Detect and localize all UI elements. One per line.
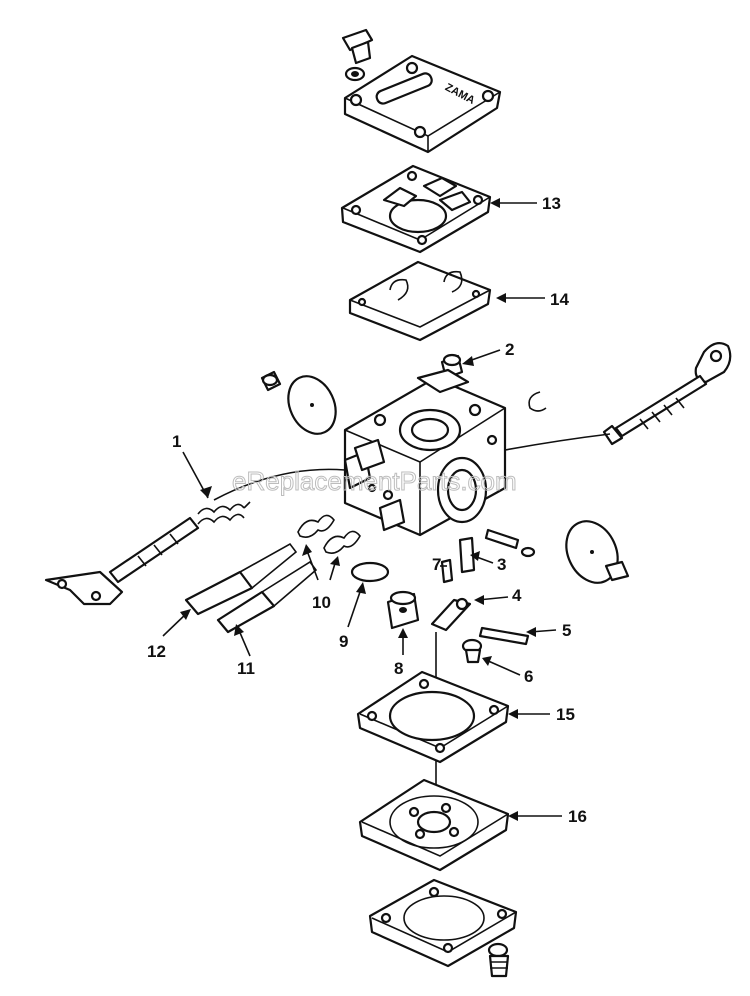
callout-2: 2 xyxy=(505,340,514,359)
choke-shaft xyxy=(44,516,200,606)
callout-16: 16 xyxy=(568,807,587,826)
watermark: eReplacementParts.com xyxy=(232,466,517,496)
carburetor-body xyxy=(343,368,507,537)
callout-leaders xyxy=(162,198,562,821)
callout-3: 3 xyxy=(497,555,506,574)
pump-diaphragm-14 xyxy=(348,260,492,342)
callout-5: 5 xyxy=(562,621,571,640)
callout-4: 4 xyxy=(512,586,522,605)
callout-12: 12 xyxy=(147,642,166,661)
pin-5 xyxy=(478,626,530,646)
screw-6 xyxy=(461,638,483,664)
callout-10: 10 xyxy=(312,593,331,612)
springs-10 xyxy=(297,514,361,554)
throttle-plate xyxy=(260,370,337,435)
throttle-plate-lower xyxy=(565,520,630,584)
screw-right xyxy=(484,528,536,558)
callout-1: 1 xyxy=(172,432,181,451)
callout-14: 14 xyxy=(550,290,569,309)
disk-9 xyxy=(350,561,390,583)
callout-6: 6 xyxy=(524,667,533,686)
needle-7 xyxy=(440,558,454,584)
pump-gasket-13 xyxy=(340,164,492,254)
pump-cover: ZAMA xyxy=(343,54,502,154)
bottom-screw xyxy=(487,942,510,978)
lever-4 xyxy=(430,597,472,632)
linkage-wire xyxy=(213,433,611,501)
metering-gasket-15 xyxy=(356,670,510,764)
callout-9: 9 xyxy=(339,632,348,651)
e-clip xyxy=(528,391,547,412)
metering-diaphragm-16 xyxy=(358,778,510,872)
callout-13: 13 xyxy=(542,194,561,213)
callout-8: 8 xyxy=(394,659,403,678)
fitting-8 xyxy=(386,590,420,630)
callout-11: 11 xyxy=(237,659,255,678)
needle-12 xyxy=(184,542,298,616)
callout-15: 15 xyxy=(556,705,575,724)
metering-cover xyxy=(368,878,518,968)
spring-1 xyxy=(197,501,251,525)
cover-screw xyxy=(341,28,374,82)
inlet-needle-3 xyxy=(458,536,476,574)
callout-7: 7 xyxy=(432,555,441,574)
throttle-shaft xyxy=(602,341,732,446)
